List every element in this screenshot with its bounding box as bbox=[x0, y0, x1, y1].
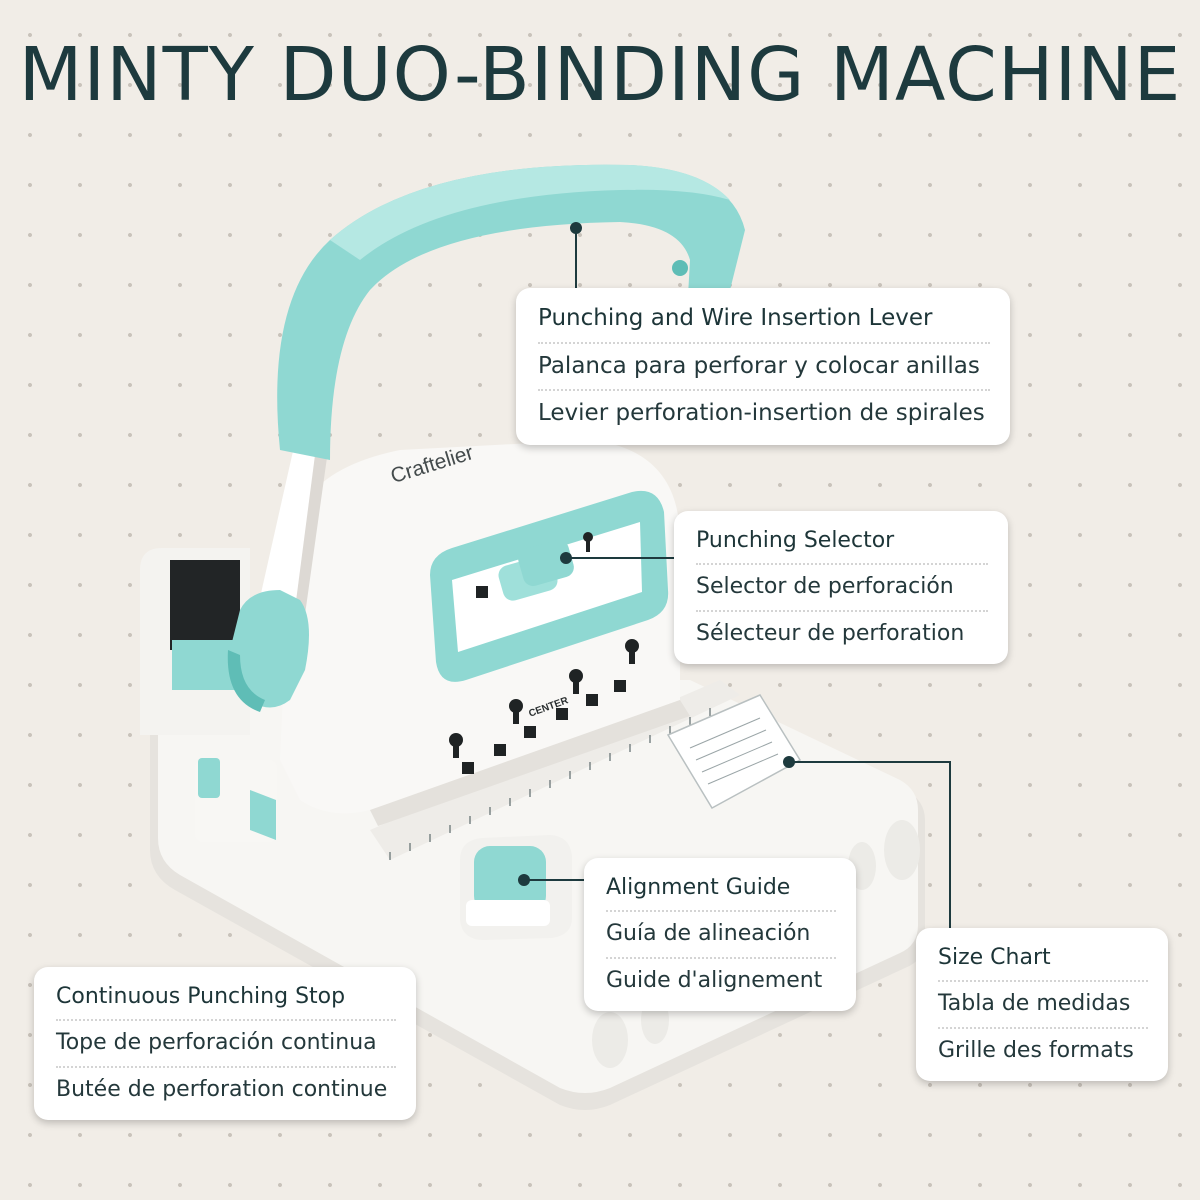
callout-size-chart: Size Chart Tabla de medidas Grille des f… bbox=[916, 928, 1168, 1082]
alignment-guide-part bbox=[460, 835, 572, 940]
continuous-stop-part bbox=[195, 758, 277, 842]
callout-stop-es: Tope de perforación continua bbox=[56, 1021, 396, 1068]
lever-marker-dot bbox=[570, 222, 582, 234]
callout-alignment-fr: Guide d'alignement bbox=[606, 967, 823, 993]
callout-selector-en: Punching Selector bbox=[696, 519, 988, 566]
callout-continuous-stop: Continuous Punching Stop Tope de perfora… bbox=[34, 967, 416, 1121]
callout-lever-en: Punching and Wire Insertion Lever bbox=[538, 296, 990, 344]
callout-size-chart-fr: Grille des formats bbox=[938, 1037, 1134, 1063]
callout-selector-es: Selector de perforación bbox=[696, 565, 988, 612]
machine-head bbox=[280, 440, 690, 826]
callout-alignment-es: Guía de alineación bbox=[606, 912, 836, 959]
selector-marker-dot bbox=[560, 552, 572, 564]
callout-alignment: Alignment Guide Guía de alineación Guide… bbox=[584, 858, 856, 1012]
left-housing bbox=[140, 548, 250, 735]
callout-lever-fr: Levier perforation-insertion de spirales bbox=[538, 400, 985, 427]
size-chart-marker-dot bbox=[783, 756, 795, 768]
callout-stop-fr: Butée de perforation continue bbox=[56, 1076, 388, 1102]
callout-size-chart-en: Size Chart bbox=[938, 936, 1148, 983]
page-title: MINTY DUO-BINDING MACHINE bbox=[18, 32, 1182, 118]
callout-alignment-en: Alignment Guide bbox=[606, 866, 836, 913]
callout-selector: Punching Selector Selector de perforació… bbox=[674, 511, 1008, 665]
callout-lever: Punching and Wire Insertion Lever Palanc… bbox=[516, 288, 1010, 445]
callout-lever-es: Palanca para perforar y colocar anillas bbox=[538, 344, 990, 392]
callout-selector-fr: Sélecteur de perforation bbox=[696, 620, 965, 646]
callout-size-chart-es: Tabla de medidas bbox=[938, 982, 1148, 1029]
callout-stop-en: Continuous Punching Stop bbox=[56, 975, 396, 1022]
lever-arm bbox=[227, 164, 745, 712]
alignment-marker-dot bbox=[518, 874, 530, 886]
